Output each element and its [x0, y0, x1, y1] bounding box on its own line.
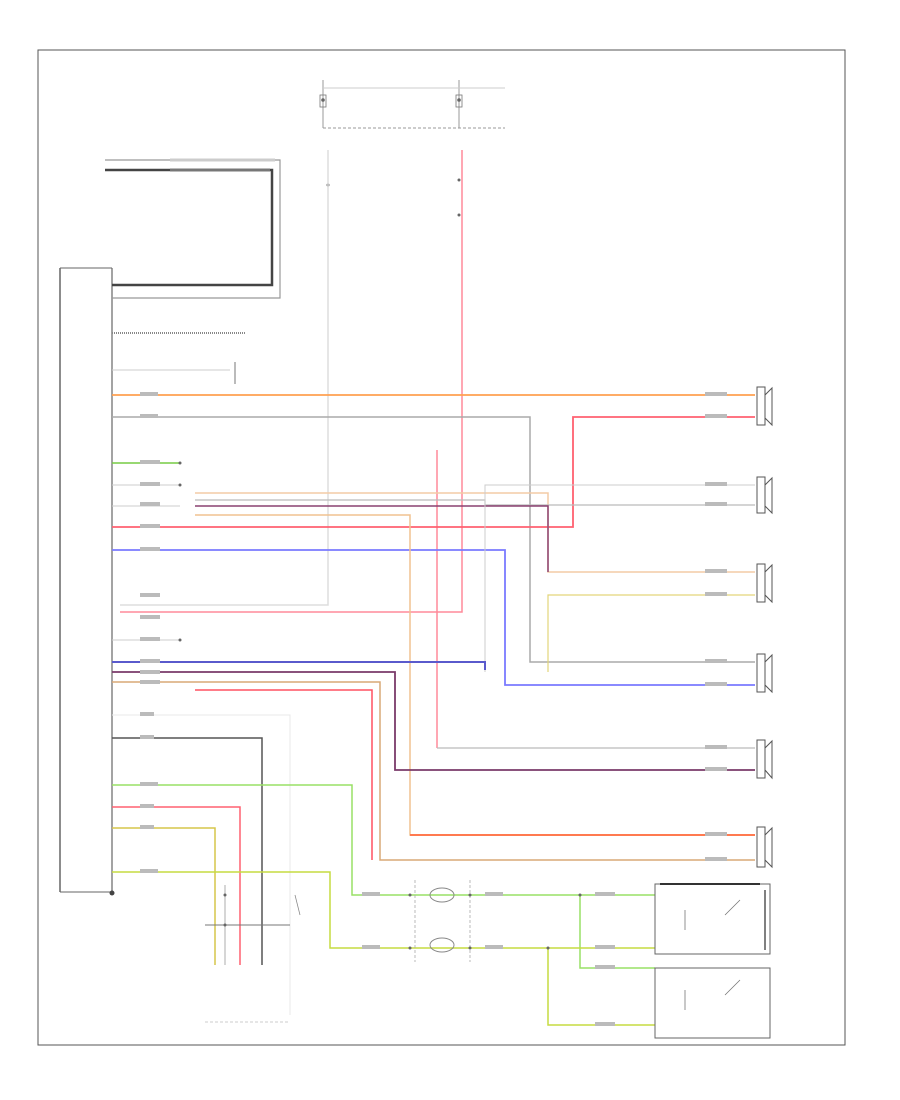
wire-blue-lf: [112, 549, 755, 686]
wire-gray-ignition: [120, 150, 329, 606]
left-rear-speaker: [756, 653, 773, 694]
multi-function-connector: [205, 885, 301, 1023]
wire-red-rf: [112, 416, 755, 528]
fuse-icon: [321, 98, 325, 102]
right-rear-speaker: [756, 739, 773, 780]
diagram-frame: [37, 49, 846, 1046]
right-remote-switch: [654, 883, 771, 955]
wire-blue-lr: [112, 661, 486, 670]
wire-red-battery: [120, 150, 463, 613]
left-remote-switch: [654, 967, 771, 1039]
wire-red-remote: [112, 806, 241, 965]
wire-violet-rr: [112, 671, 755, 771]
antenna-loop: [105, 158, 281, 299]
right-front-speaker: [756, 386, 773, 427]
wire-label-marks: [140, 392, 727, 1026]
connector-dots: [178, 461, 582, 950]
wire-yellow-remote: [112, 827, 216, 965]
wire-red-rt: [112, 681, 755, 861]
radio-unit-icon: [59, 267, 115, 896]
wire-violet-lt: [195, 505, 549, 572]
fuse-block: [319, 80, 505, 217]
left-tweeter: [756, 563, 773, 604]
right-tweeter: [756, 826, 773, 869]
wire-gray-lf: [112, 416, 755, 663]
clock-spring: [414, 880, 471, 962]
wire-green-remote: [112, 784, 655, 969]
left-front-speaker: [756, 476, 773, 515]
